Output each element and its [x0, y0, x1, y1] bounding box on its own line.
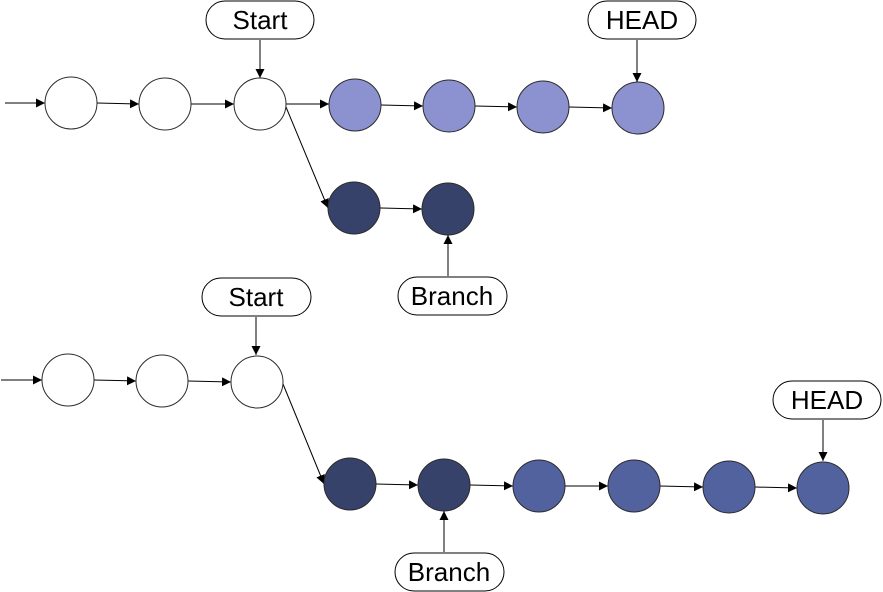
- branch-commit-node: [327, 181, 381, 235]
- commit-node: [328, 78, 382, 132]
- edge: [187, 377, 232, 387]
- commit-node: [41, 353, 95, 407]
- branch-commit-node: [323, 457, 377, 511]
- edge: [285, 106, 329, 209]
- edge: [379, 204, 423, 214]
- head-label: HEAD: [791, 385, 863, 415]
- edge: [659, 482, 704, 492]
- branch-label: Branch: [411, 281, 493, 311]
- edge: [754, 483, 798, 493]
- edge: [568, 103, 613, 113]
- branch-label-box: [394, 552, 505, 592]
- start-commit-node: [230, 355, 284, 409]
- head-commit-node: [611, 81, 665, 135]
- commit-node: [135, 354, 189, 408]
- start-commit-node: [233, 77, 287, 131]
- head-label: HEAD: [606, 5, 678, 35]
- edge: [282, 383, 325, 485]
- start-label: Start: [233, 5, 289, 35]
- edge: [93, 376, 137, 386]
- commit-node: [138, 77, 192, 131]
- top-diagram: Start HEAD Branch: [5, 0, 697, 316]
- bottom-diagram: Start HEAD Branch: [1, 277, 882, 592]
- edge: [469, 481, 514, 491]
- branch-label-box: [397, 276, 508, 316]
- edge: [375, 480, 419, 490]
- edge: [380, 101, 424, 111]
- start-label-box: [205, 0, 315, 40]
- head-commit-node: [796, 461, 850, 515]
- edge: [474, 102, 518, 112]
- commit-node: [607, 459, 661, 513]
- head-label-box: [772, 380, 882, 420]
- branch-commit-node: [421, 182, 475, 236]
- head-label-box: [587, 0, 697, 40]
- commit-node: [44, 76, 98, 130]
- commit-node: [516, 80, 570, 134]
- edge: [96, 99, 140, 109]
- commit-node: [702, 460, 756, 514]
- branch-label: Branch: [408, 557, 490, 587]
- start-label-box: [201, 277, 312, 317]
- commit-node: [422, 79, 476, 133]
- branch-commit-node: [417, 458, 471, 512]
- start-label: Start: [229, 282, 285, 312]
- commit-node: [512, 459, 566, 513]
